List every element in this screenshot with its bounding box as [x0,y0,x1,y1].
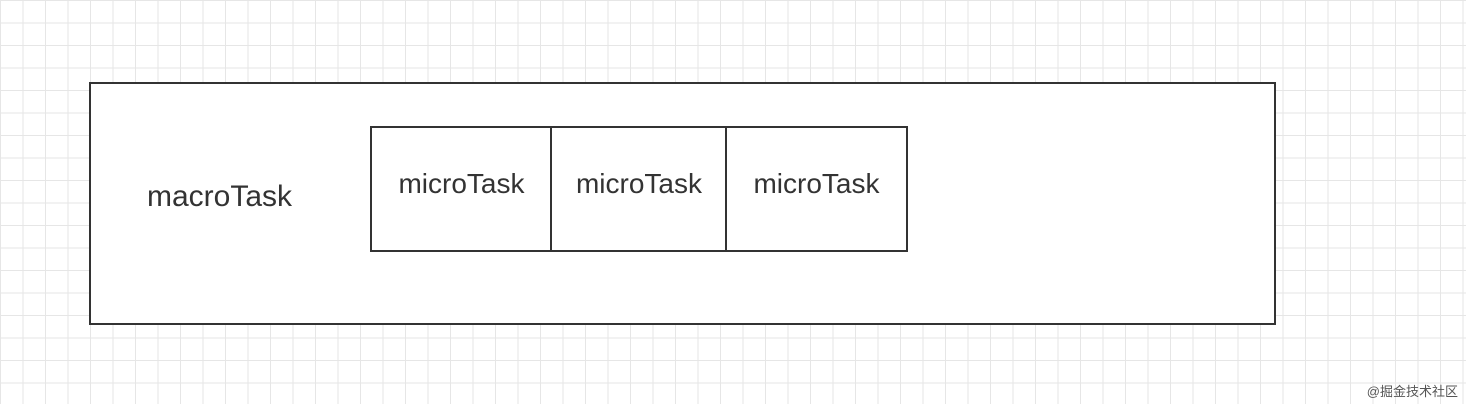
microtask-label-2: microTask [575,168,702,199]
microtask-box-3: microTask [725,126,908,252]
watermark: @掘金技术社区 [1366,384,1458,399]
microtask-label-1: microTask [398,168,525,199]
microtask-box-2: microTask [550,126,728,252]
macrotask-label: macroTask [147,180,293,213]
microtask-label-3: microTask [753,168,880,199]
microtask-box-1: microTask [370,126,553,252]
